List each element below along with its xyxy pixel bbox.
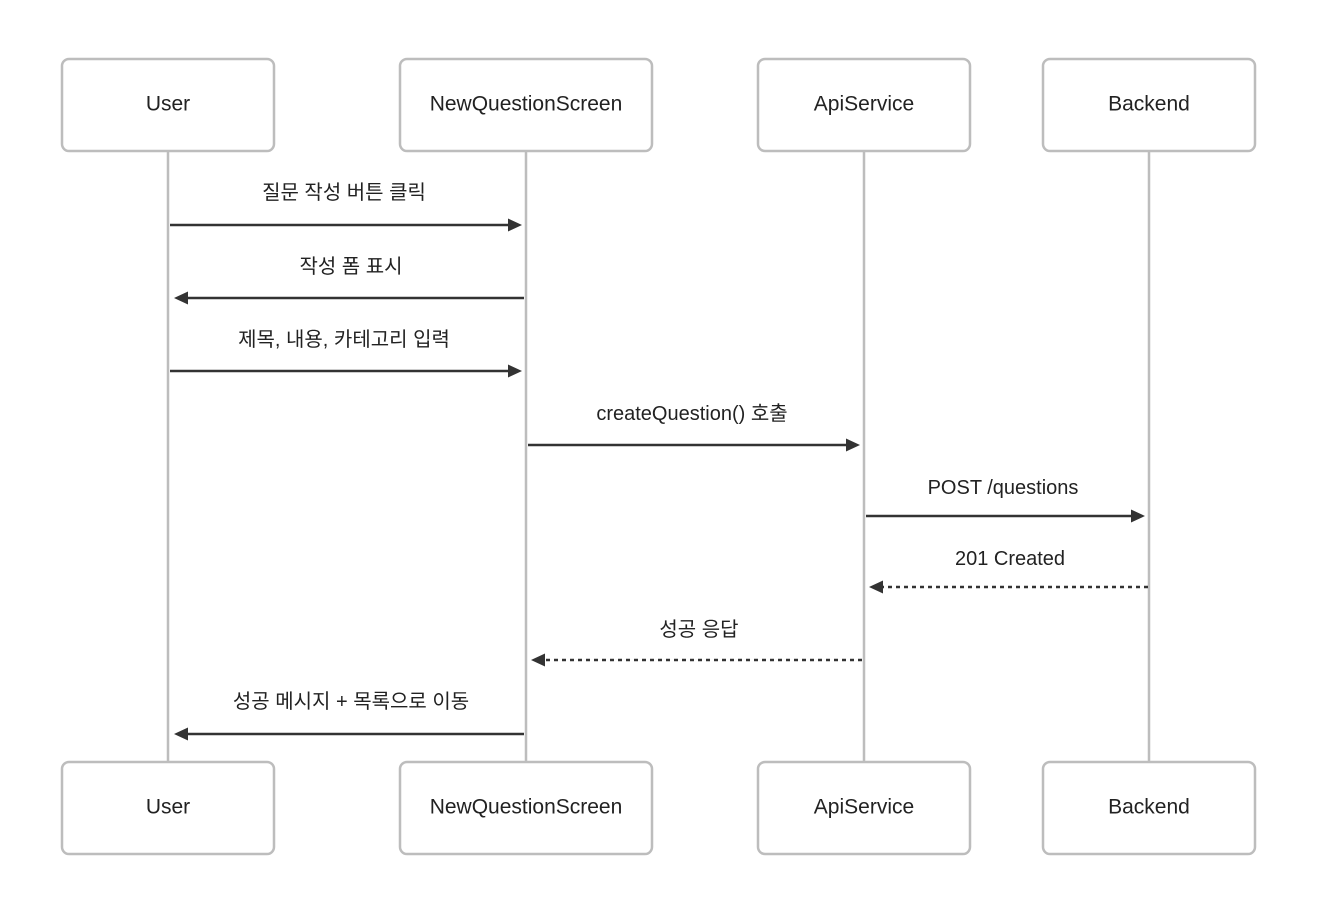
message-label: 작성 폼 표시 xyxy=(299,255,402,278)
message-label: 제목, 내용, 카테고리 입력 xyxy=(238,328,450,351)
actor-label: User xyxy=(146,796,190,819)
actor-label: NewQuestionScreen xyxy=(430,93,623,116)
actor-top-backend: Backend xyxy=(1041,57,1257,153)
actor-label: Backend xyxy=(1108,796,1190,819)
message-7: 성공 응답 xyxy=(531,618,862,667)
actor-top-api-service: ApiService xyxy=(756,57,972,153)
message-label: 성공 응답 xyxy=(659,618,738,641)
actor-bottom-user: User xyxy=(60,760,276,856)
actor-bottom-api-service: ApiService xyxy=(756,760,972,856)
arrow-head-icon xyxy=(1131,509,1145,523)
arrow-head-icon xyxy=(531,653,545,667)
actor-label: User xyxy=(146,93,190,116)
arrow-head-icon xyxy=(846,438,860,452)
arrow-head-icon xyxy=(174,291,188,305)
message-1: 질문 작성 버튼 클릭 xyxy=(170,181,522,232)
actor-label: Backend xyxy=(1108,93,1190,116)
arrow-head-icon xyxy=(508,218,522,232)
actor-label: ApiService xyxy=(814,796,914,819)
actor-label: NewQuestionScreen xyxy=(430,796,623,819)
actor-bottom-backend: Backend xyxy=(1041,760,1257,856)
message-2: 작성 폼 표시 xyxy=(174,255,524,305)
actor-top-new-question-screen: NewQuestionScreen xyxy=(398,57,654,153)
arrow-head-icon xyxy=(869,580,883,594)
message-label: createQuestion() 호출 xyxy=(596,402,787,425)
actor-label: ApiService xyxy=(814,93,914,116)
arrow-head-icon xyxy=(174,727,188,741)
message-label: 질문 작성 버튼 클릭 xyxy=(262,181,426,204)
arrow-head-icon xyxy=(508,364,522,378)
message-5: POST /questions xyxy=(866,477,1145,523)
message-label: 성공 메시지 + 목록으로 이동 xyxy=(233,690,469,713)
message-8: 성공 메시지 + 목록으로 이동 xyxy=(174,690,524,741)
message-label: 201 Created xyxy=(955,548,1065,570)
message-3: 제목, 내용, 카테고리 입력 xyxy=(170,328,522,378)
message-4: createQuestion() 호출 xyxy=(528,402,860,452)
actor-bottom-new-question-screen: NewQuestionScreen xyxy=(398,760,654,856)
message-6: 201 Created xyxy=(869,548,1148,594)
actor-top-user: User xyxy=(60,57,276,153)
message-label: POST /questions xyxy=(928,477,1079,499)
